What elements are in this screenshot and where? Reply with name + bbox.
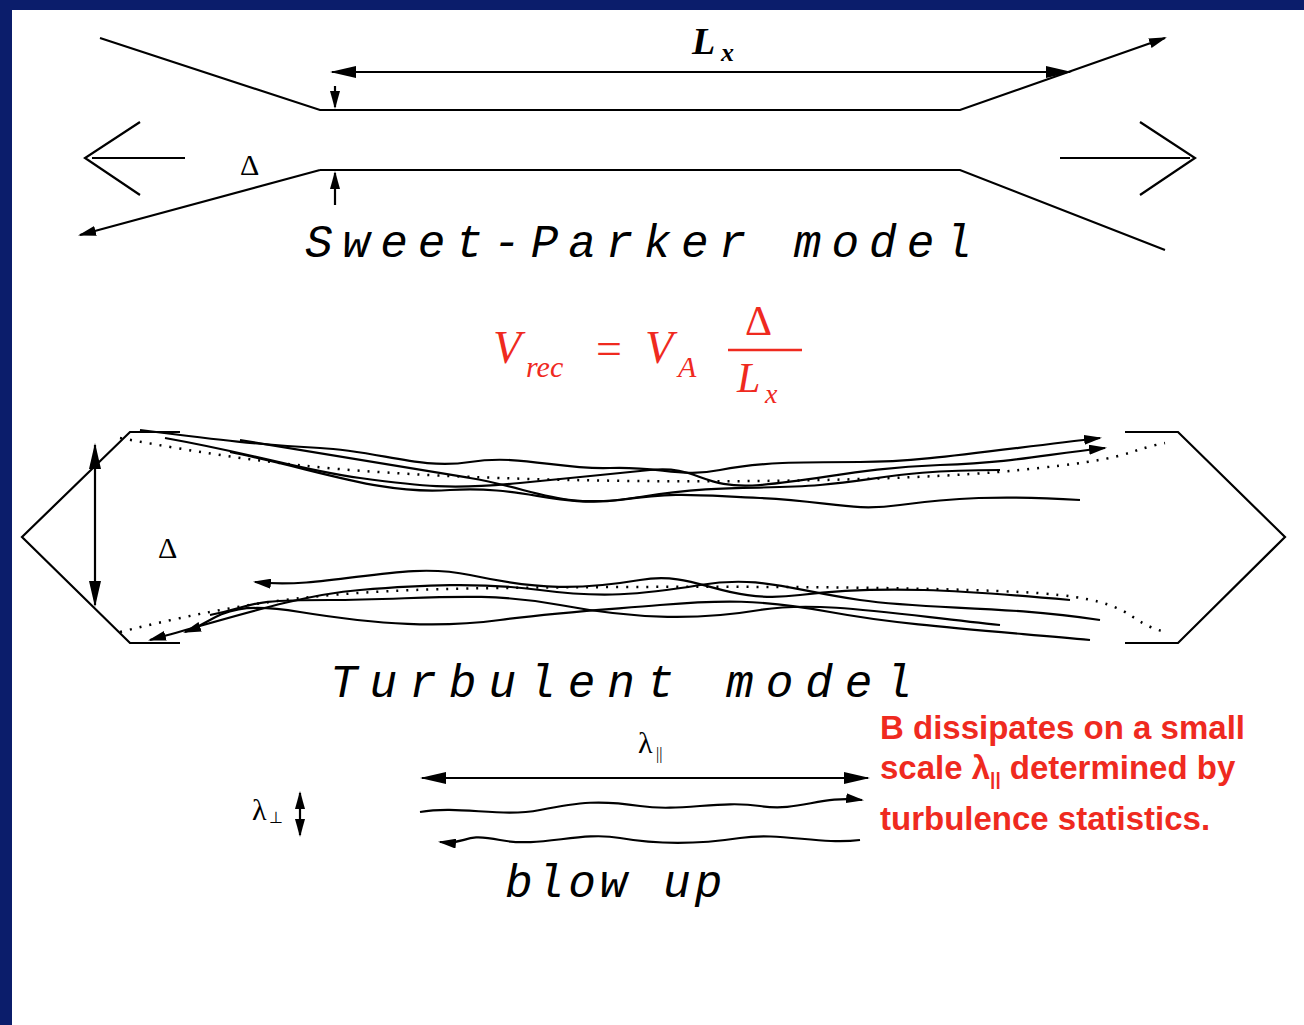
note-text: scale λ	[880, 749, 990, 786]
formula-symbol: V	[493, 325, 521, 371]
formula-subscript: A	[678, 352, 696, 382]
model-title: Turbulent model	[330, 662, 924, 708]
formula-symbol: V	[645, 325, 673, 371]
panel-title: blow up	[505, 862, 726, 908]
model-title: Sweet-Parker model	[305, 222, 982, 268]
formula-subscript: rec	[526, 352, 563, 382]
formula-denominator: L	[737, 357, 760, 399]
formula-numerator: Δ	[745, 300, 772, 342]
formula-subscript: x	[765, 380, 777, 408]
scale-subscript: ⊥	[269, 810, 283, 826]
scale-subscript: ||	[656, 746, 662, 762]
length-subscript: x	[721, 40, 734, 66]
thickness-symbol: Δ	[158, 533, 177, 563]
thickness-symbol: Δ	[240, 150, 259, 180]
length-symbol: L	[692, 22, 715, 60]
scale-symbol: λ	[252, 795, 267, 825]
note-text: B dissipates on a small	[880, 709, 1245, 746]
note-text: turbulence statistics.	[880, 800, 1210, 837]
scale-symbol: λ	[638, 728, 653, 758]
explanation-note: B dissipates on a smallscale λ|| determin…	[880, 708, 1245, 839]
note-text: determined by	[1010, 749, 1236, 786]
formula-operator: =	[596, 326, 622, 372]
note-subscript: ||	[990, 768, 1001, 789]
